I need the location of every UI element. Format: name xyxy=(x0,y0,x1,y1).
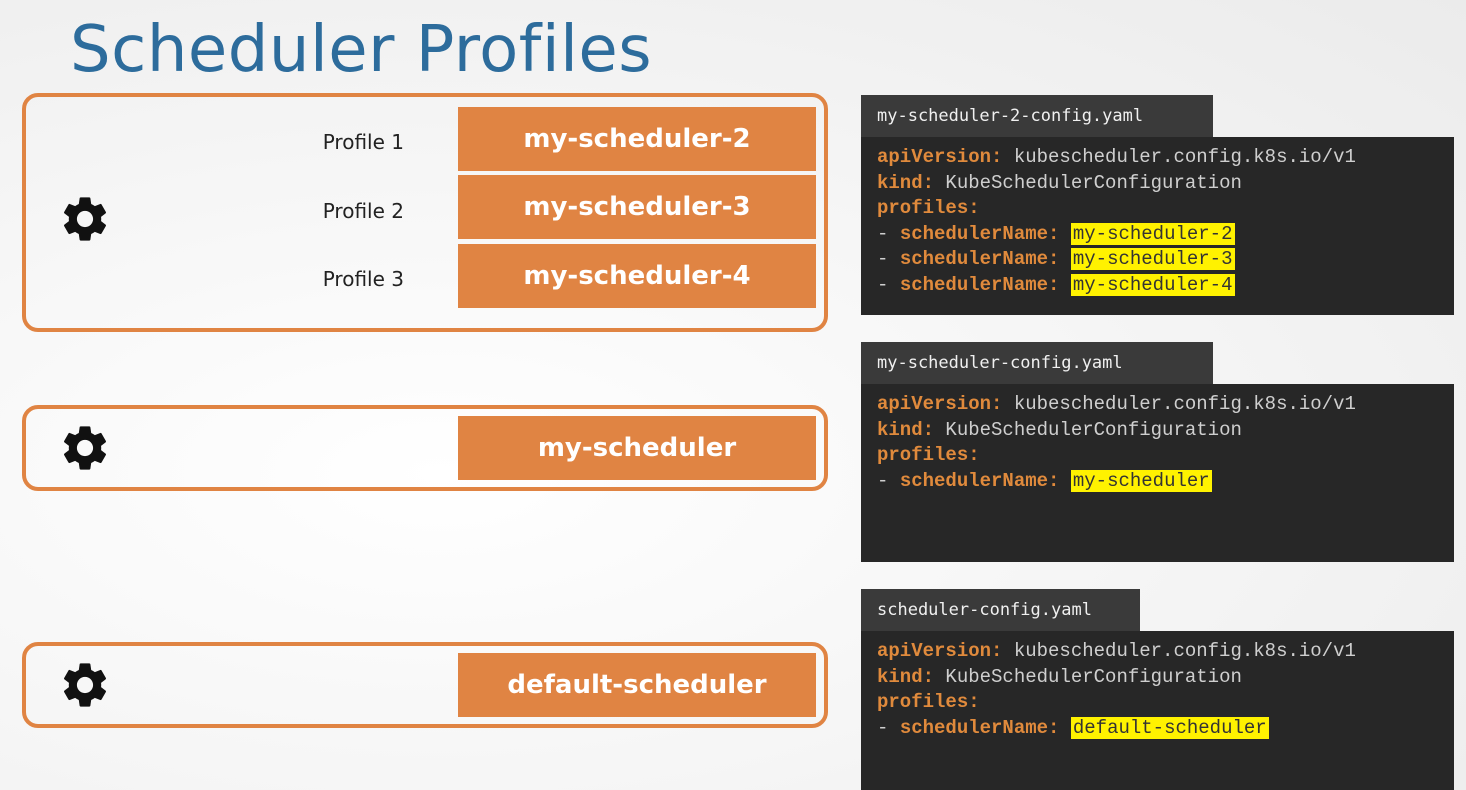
highlighted-scheduler-name: my-scheduler-3 xyxy=(1070,248,1235,270)
highlighted-scheduler-name: my-scheduler-2 xyxy=(1070,222,1235,245)
code-line-api-version: apiVersion: kubescheduler.config.k8s.io/… xyxy=(877,640,1356,662)
gear-icon xyxy=(58,421,112,475)
config-filename-tab: my-scheduler-2-config.yaml xyxy=(861,95,1213,137)
config-code-block: apiVersion: kubescheduler.config.k8s.io/… xyxy=(861,631,1454,790)
scheduler-box-default-scheduler: default-scheduler xyxy=(458,653,816,717)
highlighted-scheduler-name: my-scheduler-4 xyxy=(1070,273,1235,296)
gear-icon xyxy=(58,658,112,712)
code-line-api-version: apiVersion: kubescheduler.config.k8s.io/… xyxy=(877,146,1356,168)
config-code-block: apiVersion: kubescheduler.config.k8s.io/… xyxy=(861,384,1454,562)
code-line-scheduler-name: - schedulerName: default-scheduler xyxy=(877,716,1269,739)
gear-icon xyxy=(58,192,112,246)
profile-label-2: Profile 2 xyxy=(322,199,404,223)
page-title: Scheduler Profiles xyxy=(70,13,653,87)
scheduler-box-my-scheduler-4: my-scheduler-4 xyxy=(458,244,816,308)
scheduler-box-my-scheduler-2: my-scheduler-2 xyxy=(458,107,816,171)
code-line-scheduler-name: - schedulerName: my-scheduler-4 xyxy=(877,273,1235,296)
scheduler-box-my-scheduler: my-scheduler xyxy=(458,416,816,480)
code-line-kind: kind: KubeSchedulerConfiguration xyxy=(877,665,1242,688)
config-filename-tab: scheduler-config.yaml xyxy=(861,589,1140,631)
code-line-kind: kind: KubeSchedulerConfiguration xyxy=(877,418,1242,441)
code-line-scheduler-name: - schedulerName: my-scheduler xyxy=(877,469,1212,492)
code-line-profiles: profiles: xyxy=(877,197,980,219)
highlighted-scheduler-name: default-scheduler xyxy=(1070,716,1269,739)
code-line-profiles: profiles: xyxy=(877,691,980,713)
code-line-kind: kind: KubeSchedulerConfiguration xyxy=(877,171,1242,194)
code-line-api-version: apiVersion: kubescheduler.config.k8s.io/… xyxy=(877,393,1356,415)
scheduler-box-my-scheduler-3: my-scheduler-3 xyxy=(458,175,816,239)
code-line-profiles: profiles: xyxy=(877,444,980,466)
scheduler-group-1: Profile 1 Profile 2 Profile 3 my-schedul… xyxy=(22,93,828,332)
highlighted-scheduler-name: my-scheduler xyxy=(1070,469,1212,492)
config-filename-tab: my-scheduler-config.yaml xyxy=(861,342,1213,384)
code-line-scheduler-name: - schedulerName: my-scheduler-3 xyxy=(877,248,1235,270)
profile-label-1: Profile 1 xyxy=(322,130,404,154)
code-line-scheduler-name: - schedulerName: my-scheduler-2 xyxy=(877,222,1235,245)
scheduler-group-3: default-scheduler xyxy=(22,642,828,728)
scheduler-group-2: my-scheduler xyxy=(22,405,828,491)
config-code-block: apiVersion: kubescheduler.config.k8s.io/… xyxy=(861,137,1454,315)
profile-label-3: Profile 3 xyxy=(322,267,404,291)
